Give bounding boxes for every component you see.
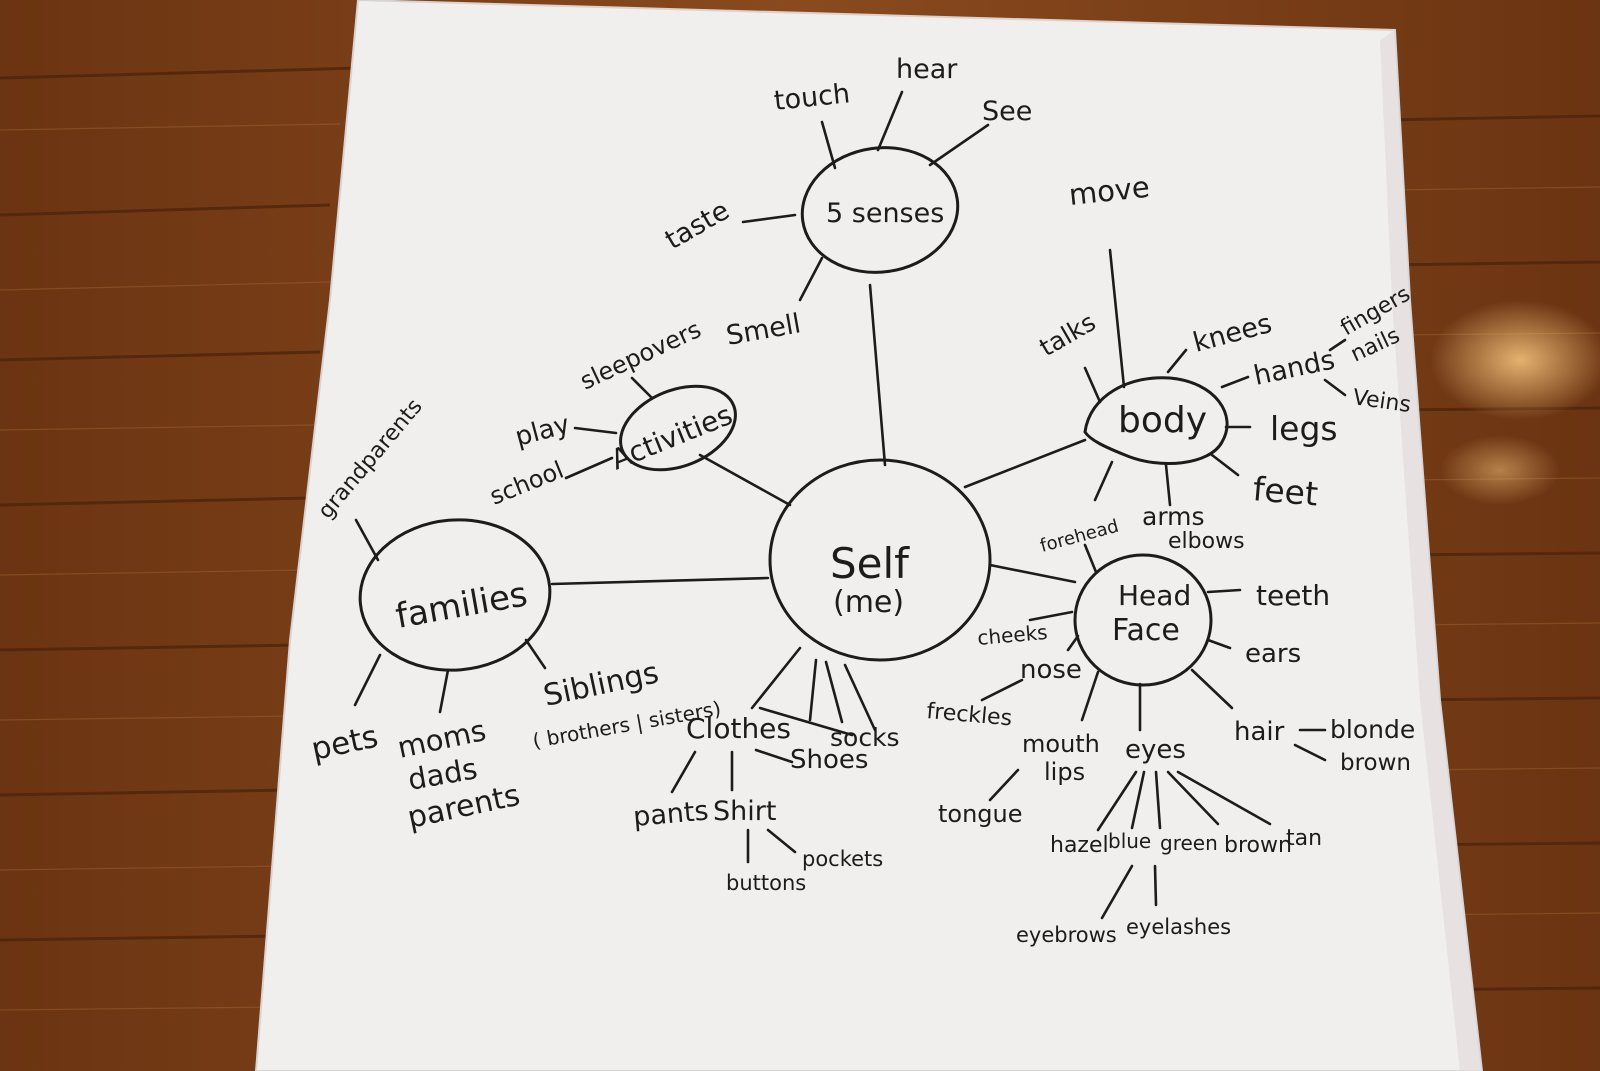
families-node: families grandparents pets moms dads par… <box>308 394 723 835</box>
eye-hazel: hazel <box>1050 833 1109 858</box>
body-arms: arms <box>1142 502 1205 531</box>
head-teeth: teeth <box>1256 579 1330 612</box>
head-brown-hair: brown <box>1340 750 1411 776</box>
clothes-shirt: Shirt <box>713 796 776 827</box>
head-eyes: eyes <box>1125 735 1186 765</box>
body-elbows: elbows <box>1168 529 1245 554</box>
activities-school: school <box>486 456 568 511</box>
eye-tan: tan <box>1286 826 1322 851</box>
clothes-buttons: buttons <box>726 871 806 895</box>
eye-blue: blue <box>1108 829 1151 853</box>
senses-hear: hear <box>896 54 958 85</box>
head-mouth: mouth <box>1022 730 1100 758</box>
head-ears: ears <box>1245 639 1301 669</box>
head-bubble-label: Head <box>1118 579 1191 612</box>
head-nose: nose <box>1020 655 1082 685</box>
body-feet: feet <box>1251 469 1319 514</box>
clothes-socks: socks <box>830 723 900 752</box>
clothes-pants: pants <box>632 796 710 833</box>
head-cheeks: cheeks <box>976 620 1048 650</box>
body-knees: knees <box>1190 308 1275 359</box>
families-bubble-label: families <box>393 574 531 636</box>
head-freckles: freckles <box>925 699 1013 731</box>
families-siblings: Siblings <box>540 655 662 714</box>
face-bubble-label: Face <box>1112 613 1180 648</box>
senses-node: 5 senses touch hear See taste Smell <box>660 54 1032 352</box>
center-label: Self <box>830 539 910 588</box>
clothes-node: Clothes socks Shoes pants Shirt pockets … <box>632 712 900 895</box>
senses-smell: Smell <box>724 308 803 352</box>
clothes-shoes: Shoes <box>790 745 868 775</box>
eye-green: green <box>1160 831 1218 855</box>
head-forehead: forehead <box>1038 516 1121 557</box>
senses-taste: taste <box>660 195 735 256</box>
activities-play: play <box>512 410 573 453</box>
activities-sleepovers: sleepovers <box>576 315 706 395</box>
head-eyebrows: eyebrows <box>1016 923 1117 947</box>
body-legs: legs <box>1270 409 1338 448</box>
families-grandparents: grandparents <box>313 394 427 523</box>
families-pets: pets <box>308 719 381 768</box>
senses-bubble-label: 5 senses <box>826 198 944 229</box>
senses-see: See <box>982 96 1032 127</box>
body-move: move <box>1067 170 1151 212</box>
eye-brown: brown <box>1224 833 1292 858</box>
body-veins: Veins <box>1351 385 1412 418</box>
head-eyelashes: eyelashes <box>1126 915 1231 939</box>
senses-touch: touch <box>772 78 851 117</box>
body-bubble-label: body <box>1118 400 1207 441</box>
head-node: Head Face forehead teeth ears cheeks nos… <box>925 516 1415 947</box>
body-node: body move talks knees hands fingers nail… <box>1035 170 1415 554</box>
head-blonde: blonde <box>1330 715 1415 744</box>
center-sublabel: (me) <box>833 585 904 620</box>
center-node: Self (me) <box>830 539 910 620</box>
activities-node: Activities sleepovers play school <box>486 315 737 510</box>
clothes-label: Clothes <box>686 712 791 745</box>
clothes-pockets: pockets <box>802 847 883 871</box>
head-lips: lips <box>1044 758 1085 786</box>
bubble-outlines <box>358 146 1229 687</box>
body-hands: hands <box>1251 344 1338 391</box>
head-tongue: tongue <box>938 800 1023 828</box>
body-talks: talks <box>1035 307 1101 362</box>
connector-lines <box>353 90 1347 920</box>
head-hair: hair <box>1234 717 1285 747</box>
